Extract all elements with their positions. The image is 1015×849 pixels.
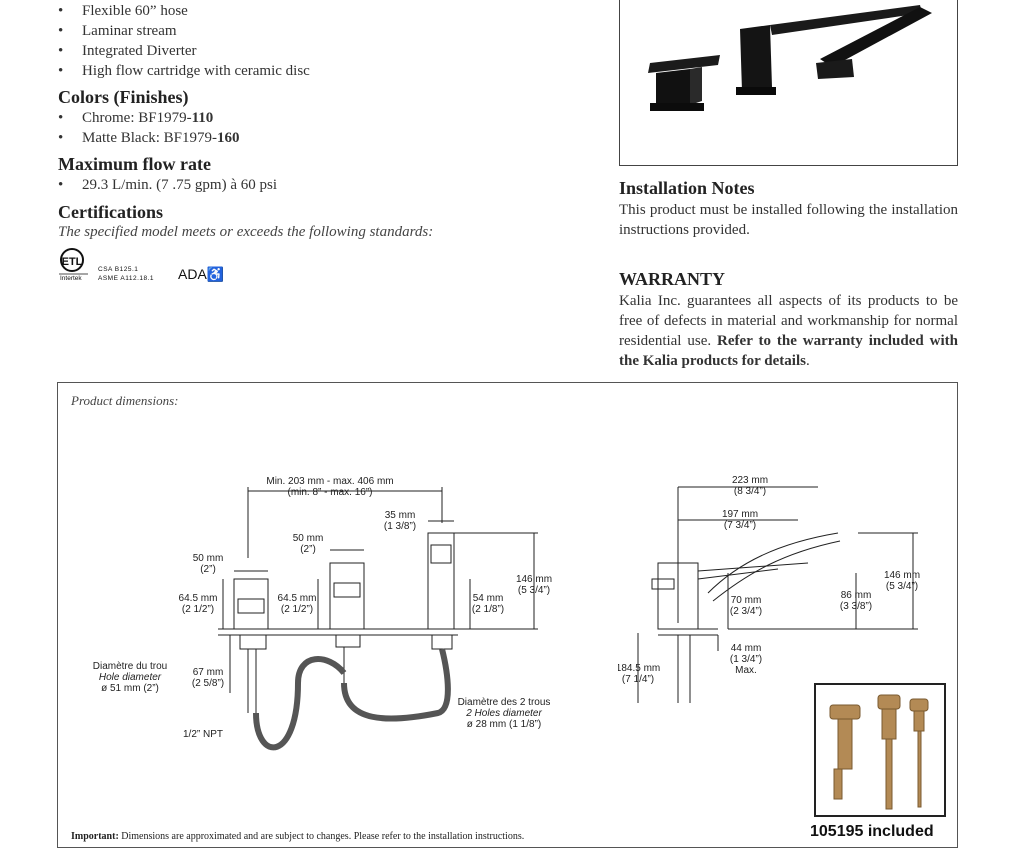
svg-text:Diamètre des 2 trous: Diamètre des 2 trous	[458, 697, 551, 708]
svg-text:ETL: ETL	[62, 256, 83, 268]
svg-text:70 mm: 70 mm	[731, 595, 762, 606]
colors-heading: Colors (Finishes)	[58, 87, 189, 107]
svg-text:35 mm: 35 mm	[385, 510, 416, 521]
svg-text:(2”): (2”)	[200, 564, 216, 575]
svg-text:(5 3/4”): (5 3/4”)	[886, 581, 918, 592]
svg-text:Intertek: Intertek	[60, 275, 82, 282]
svg-text:(7 3/4”): (7 3/4”)	[724, 520, 756, 531]
csa-standard: CSA B125.1	[98, 266, 139, 273]
included-parts-photo	[814, 683, 946, 817]
svg-text:(8 3/4”): (8 3/4”)	[734, 486, 766, 497]
svg-text:86 mm: 86 mm	[841, 590, 872, 601]
included-label: 105195 included	[810, 823, 934, 840]
svg-text:ø 51 mm (2”): ø 51 mm (2”)	[101, 683, 159, 694]
warranty-heading: WARRANTY	[619, 269, 726, 289]
installation-heading: Installation Notes	[619, 178, 755, 198]
svg-text:64.5 mm: 64.5 mm	[278, 593, 317, 604]
svg-text:54 mm: 54 mm	[473, 593, 504, 604]
svg-text:ø 28 mm (1 1/8”): ø 28 mm (1 1/8”)	[467, 719, 541, 730]
svg-text:(2 1/2”): (2 1/2”)	[182, 604, 214, 615]
svg-text:(2 5/8”): (2 5/8”)	[192, 678, 224, 689]
svg-text:Max.: Max.	[735, 665, 757, 676]
svg-text:Diamètre du trou: Diamètre du trou	[93, 661, 167, 672]
svg-text:(5 3/4”): (5 3/4”)	[518, 585, 550, 596]
svg-text:1/2” NPT: 1/2” NPT	[183, 729, 223, 740]
feature-item: •Integrated Diverter	[58, 43, 197, 59]
flow-heading: Maximum flow rate	[58, 154, 211, 174]
dimensions-panel: Product dimensions:	[57, 382, 958, 848]
svg-text:Hole diameter: Hole diameter	[99, 672, 162, 683]
certifications-heading: Certifications	[58, 202, 163, 222]
svg-text:(2 3/4”): (2 3/4”)	[730, 606, 762, 617]
svg-text:184.5 mm: 184.5 mm	[618, 663, 660, 674]
svg-text:2 Holes diameter: 2 Holes diameter	[465, 708, 542, 719]
colors-list: •Chrome: BF1979-110 •Matte Black: BF1979…	[58, 108, 240, 148]
svg-text:67 mm: 67 mm	[193, 667, 224, 678]
svg-text:(2”): (2”)	[300, 544, 316, 555]
wheelchair-icon: ♿	[206, 266, 225, 282]
svg-text:50 mm: 50 mm	[293, 533, 324, 544]
svg-text:44 mm: 44 mm	[731, 643, 762, 654]
flow-item: •29.3 L/min. (7 .75 gpm) à 60 psi	[58, 177, 277, 193]
certification-logos: ETL Intertek CSA B125.1 ASME A112.18.1 A…	[58, 246, 238, 286]
svg-text:(2 1/2”): (2 1/2”)	[281, 604, 313, 615]
color-item: •Chrome: BF1979-110	[58, 110, 214, 126]
svg-text:50 mm: 50 mm	[193, 553, 224, 564]
svg-text:(7 1/4”): (7 1/4”)	[622, 674, 654, 685]
feature-item: •Laminar stream	[58, 23, 177, 39]
certifications-note: The specified model meets or exceeds the…	[58, 224, 434, 240]
asme-standard: ASME A112.18.1	[98, 275, 155, 282]
svg-text:146 mm: 146 mm	[884, 570, 920, 581]
svg-text:Min. 203 mm - max. 406 mm: Min. 203 mm - max. 406 mm	[266, 476, 393, 487]
faucet-set-image	[648, 5, 932, 111]
etl-logo-icon: ETL Intertek	[59, 248, 88, 282]
features-list: •Flexible 60” hose •Laminar stream •Inte…	[58, 1, 310, 81]
product-photo	[619, 0, 958, 166]
front-view-drawing: Min. 203 mm - max. 406 mm (min. 8” - max…	[93, 476, 552, 751]
important-note: Important: Dimensions are approximated a…	[71, 831, 525, 842]
svg-text:197 mm: 197 mm	[722, 509, 758, 520]
ada-mark: ADA♿	[178, 266, 225, 282]
svg-text:223 mm: 223 mm	[732, 475, 768, 486]
svg-text:(1 3/8”): (1 3/8”)	[384, 521, 416, 532]
svg-text:(min. 8” - max. 16”): (min. 8” - max. 16”)	[287, 487, 372, 498]
feature-item: •High flow cartridge with ceramic disc	[58, 63, 310, 79]
svg-text:(3 3/8”): (3 3/8”)	[840, 601, 872, 612]
rough-in-valves-image	[829, 694, 929, 810]
svg-text:(2 1/8”): (2 1/8”)	[472, 604, 504, 615]
flow-list: •29.3 L/min. (7 .75 gpm) à 60 psi	[58, 175, 277, 195]
feature-item: •Flexible 60” hose	[58, 3, 188, 19]
svg-text:146 mm: 146 mm	[516, 574, 552, 585]
color-item: •Matte Black: BF1979-160	[58, 130, 240, 146]
side-view-drawing: 223 mm (8 3/4”) 197 mm (7 3/4”) 146 mm (…	[618, 475, 920, 703]
dimensions-title: Product dimensions:	[71, 393, 179, 408]
svg-text:(1 3/4”): (1 3/4”)	[730, 654, 762, 665]
installation-text: This product must be installed following…	[619, 202, 958, 238]
warranty-text: Kalia Inc. guarantees all aspects of its…	[619, 293, 958, 369]
svg-text:64.5 mm: 64.5 mm	[179, 593, 218, 604]
